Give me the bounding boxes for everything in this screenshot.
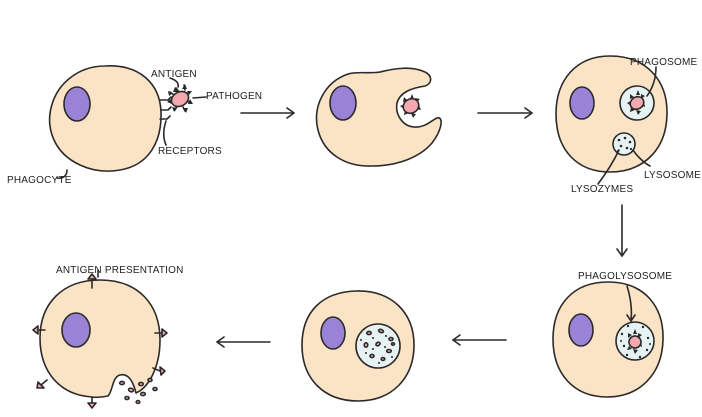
arrow-down	[616, 204, 628, 257]
lysozymes-pointer	[597, 149, 620, 185]
pathogen	[400, 94, 421, 118]
lysosome-label: LYSOSOME	[644, 170, 701, 181]
phagolysosome-label: PHAGOLYSOSOME	[578, 271, 672, 282]
lysozyme-dots	[616, 136, 633, 153]
phagocyte-pointer	[56, 169, 68, 179]
presenting-cell	[39, 279, 161, 399]
fragment-dots	[360, 335, 393, 364]
stage-1-phagocyte: ANTIGEN PATHOGEN RECEPTORS PHAGOCYTE	[7, 65, 262, 186]
pathogen	[627, 329, 642, 354]
stage-5-digestion	[301, 290, 415, 402]
phagolysosome-pointer	[626, 285, 633, 321]
receptors-pointer	[162, 120, 167, 146]
antigen-pointer	[169, 77, 179, 88]
expelled-fragments	[118, 377, 158, 405]
antigen-presentation-label: ANTIGEN PRESENTATION	[56, 265, 184, 276]
lysosome	[612, 132, 636, 156]
pathogen-label: PATHOGEN	[206, 91, 262, 102]
nucleus	[568, 313, 594, 347]
digested-fragments	[363, 328, 396, 362]
pathogen-body	[170, 90, 190, 108]
presented-antigens	[32, 273, 168, 409]
phagosome-label: PHAGOSOME	[630, 57, 697, 68]
lysozyme-dots	[620, 324, 651, 359]
receptors-label: RECEPTORS	[158, 146, 222, 157]
phagocyte-cell	[555, 55, 668, 173]
pathogen-pointer	[192, 96, 207, 99]
arrow-right-1	[240, 107, 295, 119]
pathogen	[627, 90, 645, 115]
phagocyte-label: PHAGOCYTE	[7, 175, 72, 186]
phagocyte-cell	[48, 65, 162, 172]
stage-3-phagosome: PHAGOSOME LYSOSOME LYSOZYMES	[555, 55, 701, 195]
antigen-spikes	[167, 84, 193, 113]
stage-6-antigen-presentation: ANTIGEN PRESENTATION	[32, 265, 184, 409]
nucleus	[569, 86, 595, 120]
arrow-left-1	[452, 334, 507, 346]
antigen-label: ANTIGEN	[151, 69, 197, 80]
lysozymes-label: LYSOZYMES	[571, 184, 633, 195]
nucleus	[63, 86, 91, 122]
nucleus	[329, 85, 357, 121]
nucleus	[320, 316, 346, 350]
arrow-left-2	[216, 336, 271, 348]
stage-2-engulfment	[315, 67, 442, 167]
phagosome-pointer	[646, 66, 657, 97]
phagocyte-cell	[552, 281, 664, 398]
arrow-right-2	[477, 107, 533, 119]
stage-4-phagolysosome: PHAGOLYSOSOME	[552, 271, 672, 398]
nucleus	[61, 312, 91, 348]
lysosome-pointer	[632, 149, 651, 167]
pathogen	[167, 84, 193, 113]
receptors	[159, 96, 172, 120]
phagolysosome-pointer-head	[626, 314, 636, 322]
